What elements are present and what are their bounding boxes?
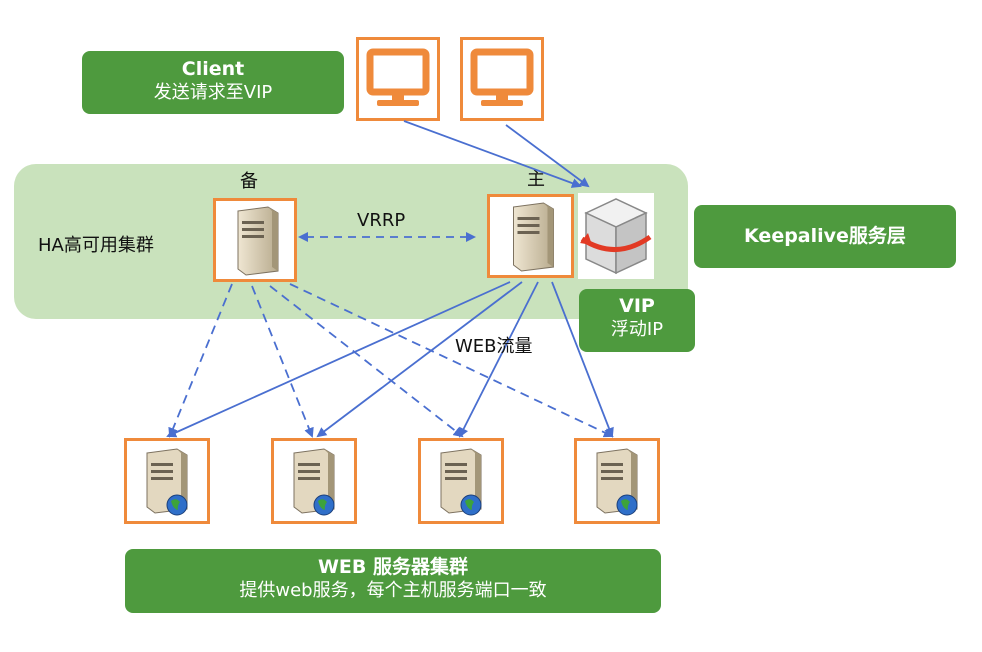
web-server-icon [440,448,482,516]
client-box: Client 发送请求至VIP [82,51,344,114]
web-server-4 [574,438,660,524]
web-server-2 [271,438,357,524]
client-monitor-2 [460,37,544,121]
monitor-icon [366,48,430,106]
monitor-icon [470,48,534,106]
web-cluster-title: WEB 服务器集群 [317,556,469,578]
keepalive-label: Keepalive服务层 [744,225,906,247]
vip-title: VIP [619,295,655,317]
vip-subtitle: 浮动IP [610,319,664,340]
master-label: 主 [527,169,545,190]
server-icon [513,202,554,272]
keepalive-box: Keepalive服务层 [694,205,956,268]
web-server-icon [293,448,335,516]
client-title: Client [181,58,245,80]
ha-cluster-label: HA高可用集群 [38,235,154,256]
web-server-icon [596,448,638,516]
vip-box: VIP 浮动IP [579,289,695,352]
vrrp-label: VRRP [357,210,406,231]
backup-label: 备 [240,171,258,192]
client-subtitle: 发送请求至VIP [153,82,273,103]
web-cluster-box: WEB 服务器集群 提供web服务，每个主机服务端口一致 [125,549,661,613]
web-server-3 [418,438,504,524]
master-server [487,194,574,278]
web-server-icon [146,448,188,516]
web-traffic-label: WEB流量 [455,336,533,357]
web-server-1 [124,438,210,524]
vip-cube-icon [578,193,654,279]
server-icon [237,206,279,276]
web-cluster-subtitle: 提供web服务，每个主机服务端口一致 [239,580,547,601]
backup-server [213,198,297,282]
client-monitor-1 [356,37,440,121]
